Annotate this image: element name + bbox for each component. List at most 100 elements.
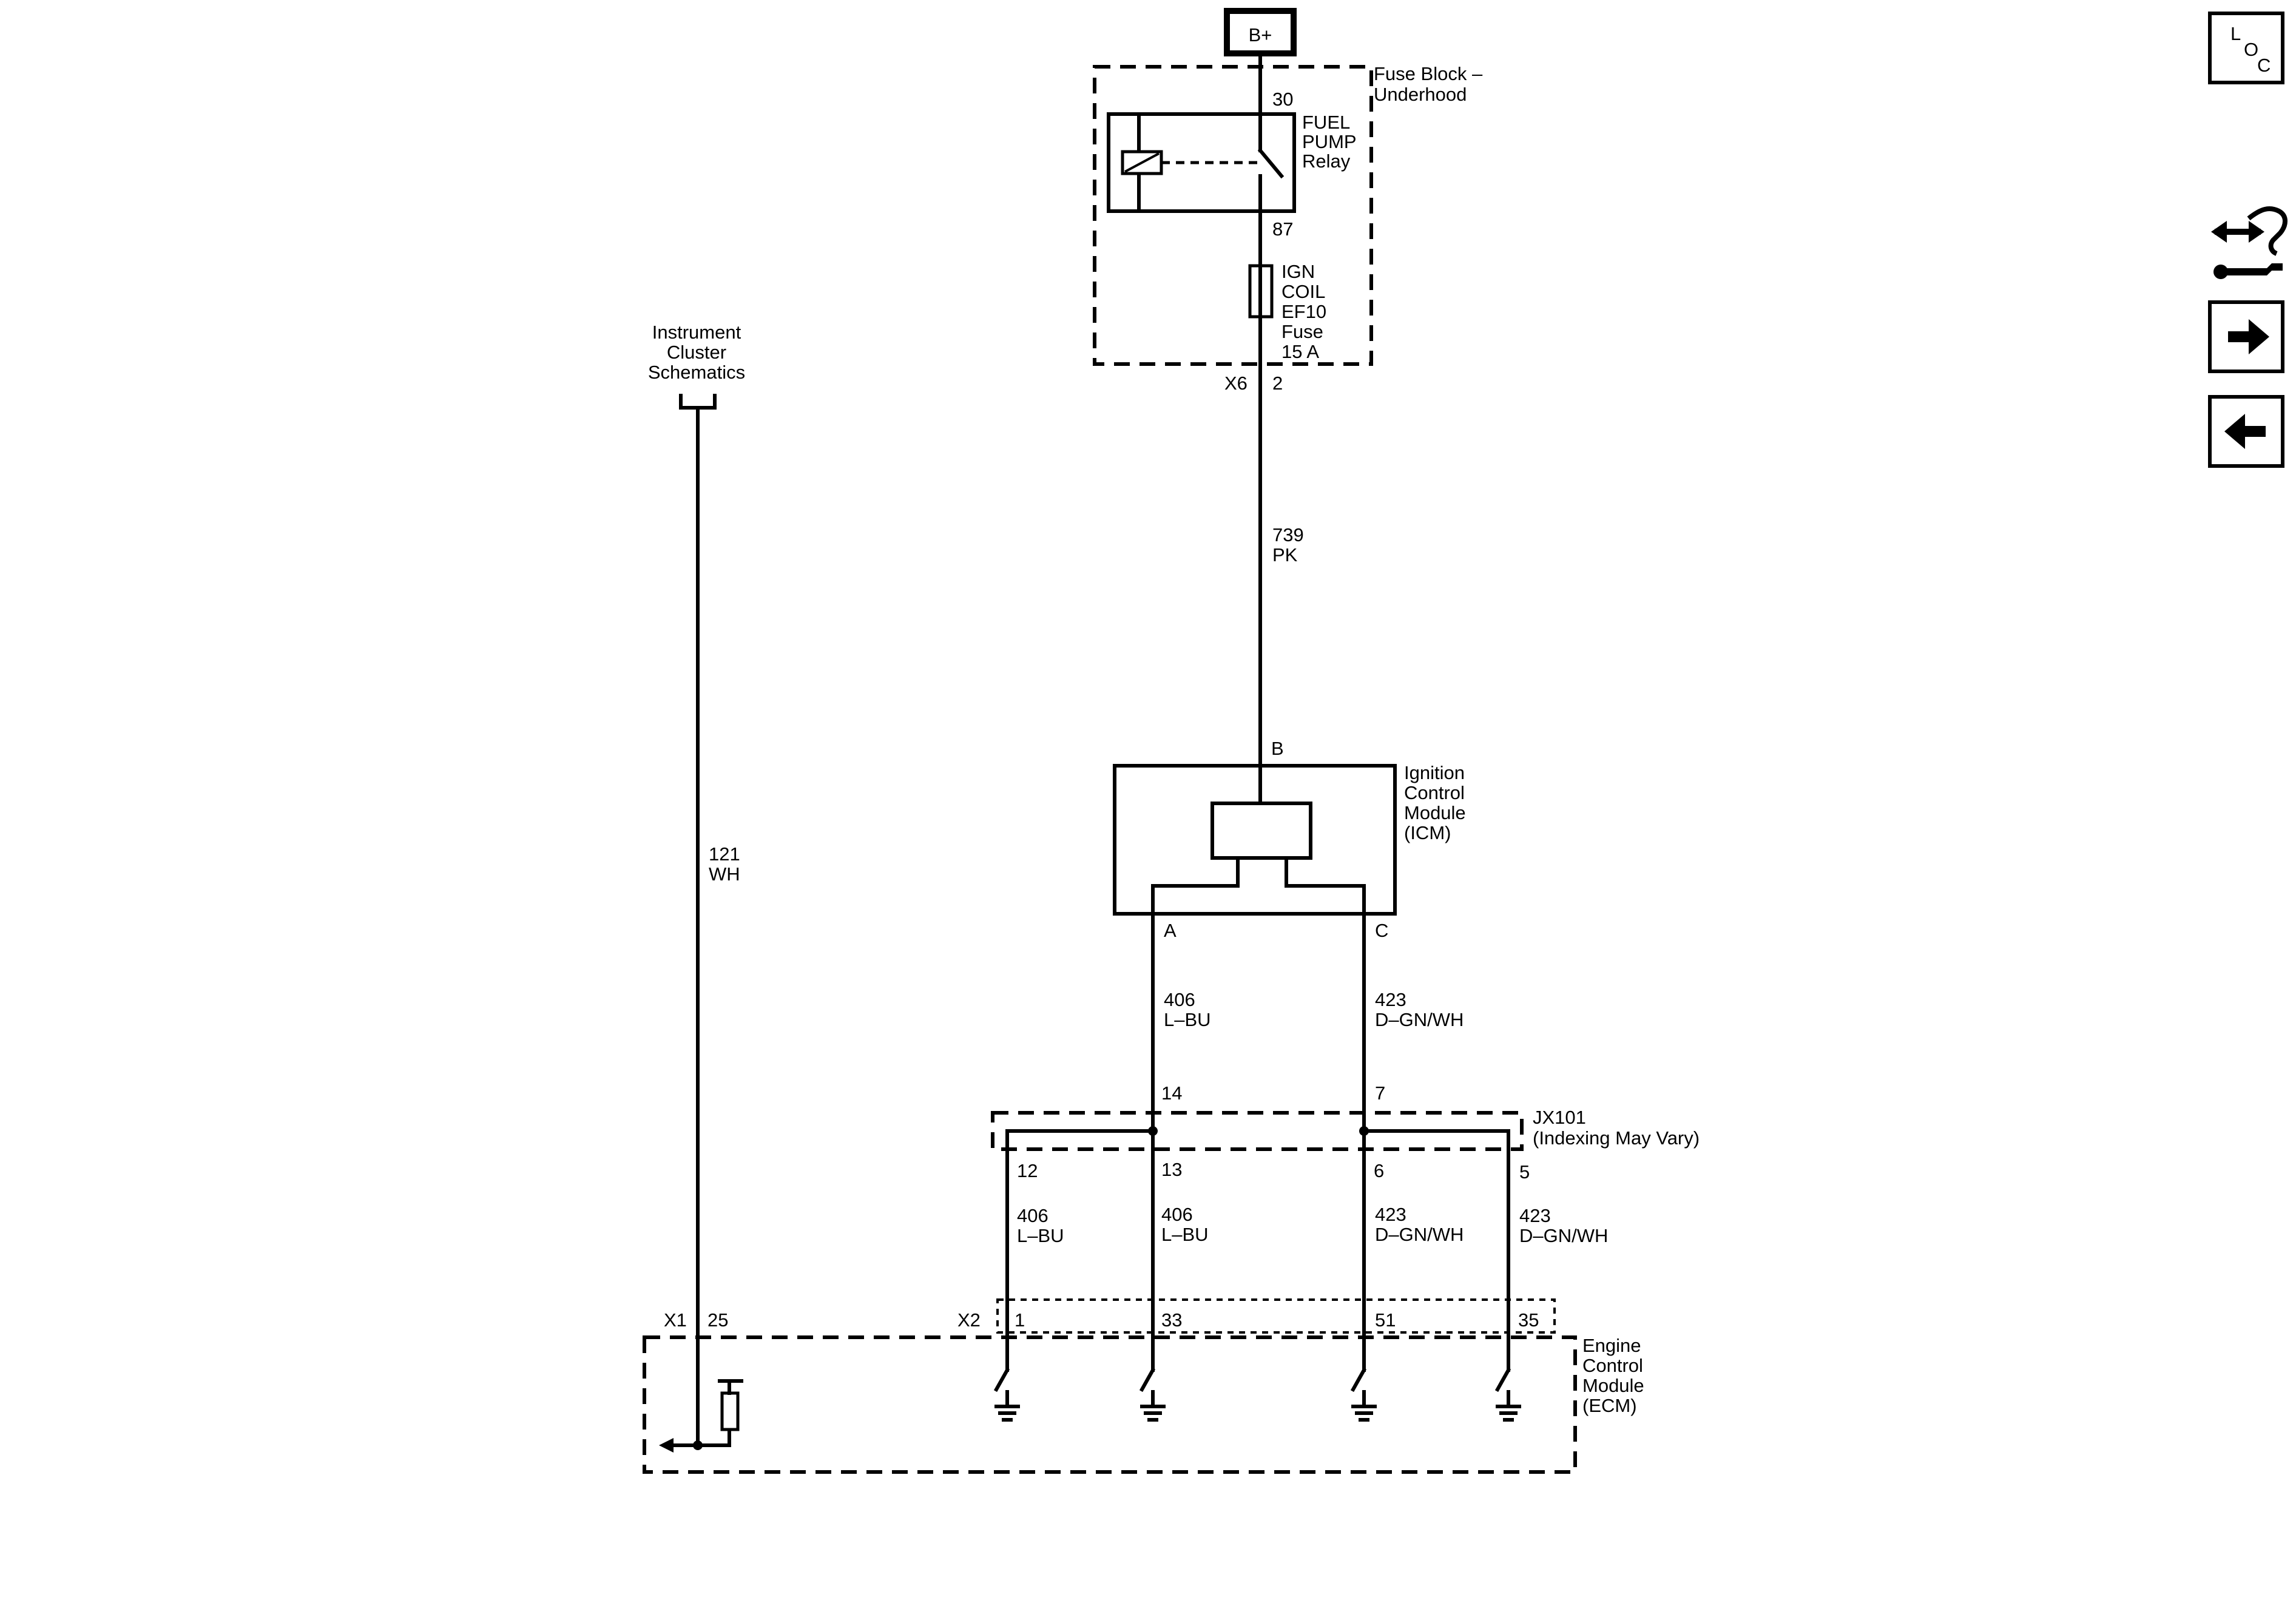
ground-icon bbox=[1496, 1405, 1521, 1422]
wire-423-a-number: 423 bbox=[1375, 989, 1406, 1010]
ecm-driver-pin-51 bbox=[1350, 1365, 1377, 1422]
splice-pin-14: 14 bbox=[1161, 1082, 1182, 1104]
splice-name: JX101 bbox=[1533, 1107, 1586, 1128]
ground-icon bbox=[994, 1405, 1020, 1422]
arrow-left-head bbox=[2224, 414, 2245, 449]
relay-switch-contact bbox=[1257, 147, 1285, 179]
wire-121-number: 121 bbox=[709, 843, 740, 865]
location-button-frame[interactable] bbox=[2208, 12, 2284, 84]
ecm-x2-connector-outline bbox=[996, 1298, 1556, 1334]
icm-pin-c: C bbox=[1375, 920, 1388, 941]
ignition-control-module: B Ignition Control Module (ICM) A C bbox=[1113, 738, 1466, 941]
wire-406-a-color: L–BU bbox=[1164, 1009, 1211, 1030]
location-letter-l: L bbox=[2230, 23, 2241, 44]
fuse-block-name-line1: Fuse Block – bbox=[1374, 63, 1483, 84]
ecm-driver-pin-33 bbox=[1139, 1365, 1166, 1422]
arrow-right-head bbox=[2249, 319, 2269, 354]
switch-icon bbox=[1139, 1367, 1156, 1393]
location-button[interactable]: L O C bbox=[2208, 12, 2284, 84]
battery-positive-terminal: B+ bbox=[1224, 8, 1297, 56]
tools-car-outline bbox=[2247, 206, 2288, 256]
wire-406-c-color: L–BU bbox=[1161, 1224, 1209, 1245]
wire-423-c-number: 423 bbox=[1519, 1205, 1551, 1226]
ecm-label-line1: Engine bbox=[1582, 1335, 1641, 1356]
wire-406-a-number: 406 bbox=[1164, 989, 1195, 1010]
forward-button[interactable] bbox=[2208, 300, 2284, 373]
relay-pin-30: 30 bbox=[1272, 89, 1293, 110]
wrench-icon bbox=[2221, 263, 2283, 275]
icm-output-a-path bbox=[1151, 856, 1240, 916]
relay-label-line3: Relay bbox=[1302, 150, 1351, 172]
ecm-label-line3: Module bbox=[1582, 1375, 1644, 1396]
tools-arrow-left-head bbox=[2211, 221, 2227, 243]
splice-pin-12: 12 bbox=[1017, 1160, 1038, 1181]
instrument-label-line1: Instrument bbox=[652, 322, 741, 343]
splice-pin-7: 7 bbox=[1375, 1082, 1385, 1104]
icm-label-line3: Module bbox=[1404, 802, 1466, 823]
ecm-input-circuit bbox=[659, 1379, 743, 1453]
arrow-right-shaft bbox=[2228, 331, 2252, 342]
relay-coil-diagonal bbox=[1124, 152, 1160, 173]
wrench-head bbox=[2213, 265, 2228, 279]
wire-739-color: PK bbox=[1272, 544, 1298, 565]
fuse-label-line2: COIL bbox=[1281, 281, 1325, 302]
icm-coil-icon bbox=[1210, 802, 1312, 860]
fuse-block-outline bbox=[1093, 65, 1373, 366]
wire-121-color: WH bbox=[709, 863, 740, 885]
tools-icon[interactable] bbox=[2211, 206, 2288, 279]
instrument-cluster-reference: Instrument Cluster Schematics bbox=[648, 322, 745, 410]
back-button-frame[interactable] bbox=[2208, 395, 2284, 468]
ecm-connector-x2: X2 bbox=[957, 1309, 981, 1331]
ign-coil-fuse: IGN COIL EF10 Fuse 15 A bbox=[1248, 261, 1326, 362]
location-letter-o: O bbox=[2244, 39, 2258, 60]
ecm-x2-pin-1: 1 bbox=[1015, 1309, 1025, 1331]
ecm-driver-pin-35 bbox=[1494, 1365, 1521, 1422]
instrument-label-line3: Schematics bbox=[648, 362, 745, 383]
splice-jx101: 14 7 JX101 (Indexing May Vary) 12 13 6 5 bbox=[991, 1082, 1700, 1183]
wire-406-c-number: 406 bbox=[1161, 1204, 1193, 1225]
ecm-x2-pin-51: 51 bbox=[1375, 1309, 1396, 1331]
wire-423-c-color: D–GN/WH bbox=[1519, 1225, 1608, 1246]
ecm-driver-pin-1 bbox=[993, 1365, 1020, 1422]
fuel-pump-relay: 30 FUEL PUMP Relay 87 bbox=[1107, 65, 1357, 240]
connector-x6: X6 bbox=[1224, 373, 1248, 394]
arrow-right-icon bbox=[2228, 319, 2269, 354]
wire-423-a-color: D–GN/WH bbox=[1375, 1009, 1464, 1030]
ecm-connector-x1: X1 bbox=[664, 1309, 687, 1331]
switch-icon bbox=[1494, 1367, 1511, 1393]
connector-x6-pin-2: 2 bbox=[1272, 373, 1283, 394]
tools-arrow-right-head bbox=[2249, 221, 2264, 243]
fuse-label-line3: EF10 bbox=[1281, 301, 1326, 322]
relay-label-line1: FUEL bbox=[1302, 112, 1350, 133]
splice-outline bbox=[991, 1111, 1524, 1151]
fuse-label-line5: 15 A bbox=[1281, 341, 1319, 362]
icm-label-line4: (ICM) bbox=[1404, 822, 1451, 843]
icm-pin-b: B bbox=[1271, 738, 1284, 759]
relay-label-line2: PUMP bbox=[1302, 131, 1357, 152]
splice-pin-13: 13 bbox=[1161, 1159, 1182, 1180]
arrow-left-icon bbox=[2224, 414, 2266, 449]
splice-bar-423 bbox=[1362, 1129, 1510, 1161]
arrow-left-shaft bbox=[2241, 426, 2266, 437]
fuse-block-name-line2: Underhood bbox=[1374, 84, 1467, 105]
forward-button-frame[interactable] bbox=[2208, 300, 2284, 373]
back-button[interactable] bbox=[2208, 395, 2284, 468]
ecm-x2-pin-35: 35 bbox=[1518, 1309, 1539, 1331]
wire-406-b-color: L–BU bbox=[1017, 1225, 1064, 1246]
ecm-input-trace bbox=[696, 1428, 731, 1447]
wire-739-number: 739 bbox=[1272, 524, 1304, 545]
relay-pin-87: 87 bbox=[1272, 218, 1293, 240]
ground-icon bbox=[1351, 1405, 1377, 1422]
fuse-label-line1: IGN bbox=[1281, 261, 1315, 282]
arrow-left-icon bbox=[659, 1438, 674, 1453]
engine-control-module: X1 25 X2 1 33 51 35 Engine Control Modul… bbox=[643, 1298, 1644, 1474]
splice-pin-5: 5 bbox=[1519, 1161, 1530, 1183]
ground-icon bbox=[1140, 1405, 1166, 1422]
splice-note: (Indexing May Vary) bbox=[1533, 1127, 1700, 1149]
input-junction bbox=[693, 1440, 703, 1450]
ecm-x2-pin-33: 33 bbox=[1161, 1309, 1182, 1331]
wire-406-b-number: 406 bbox=[1017, 1205, 1048, 1226]
wire-423-b-number: 423 bbox=[1375, 1204, 1406, 1225]
icm-label-line2: Control bbox=[1404, 782, 1465, 803]
